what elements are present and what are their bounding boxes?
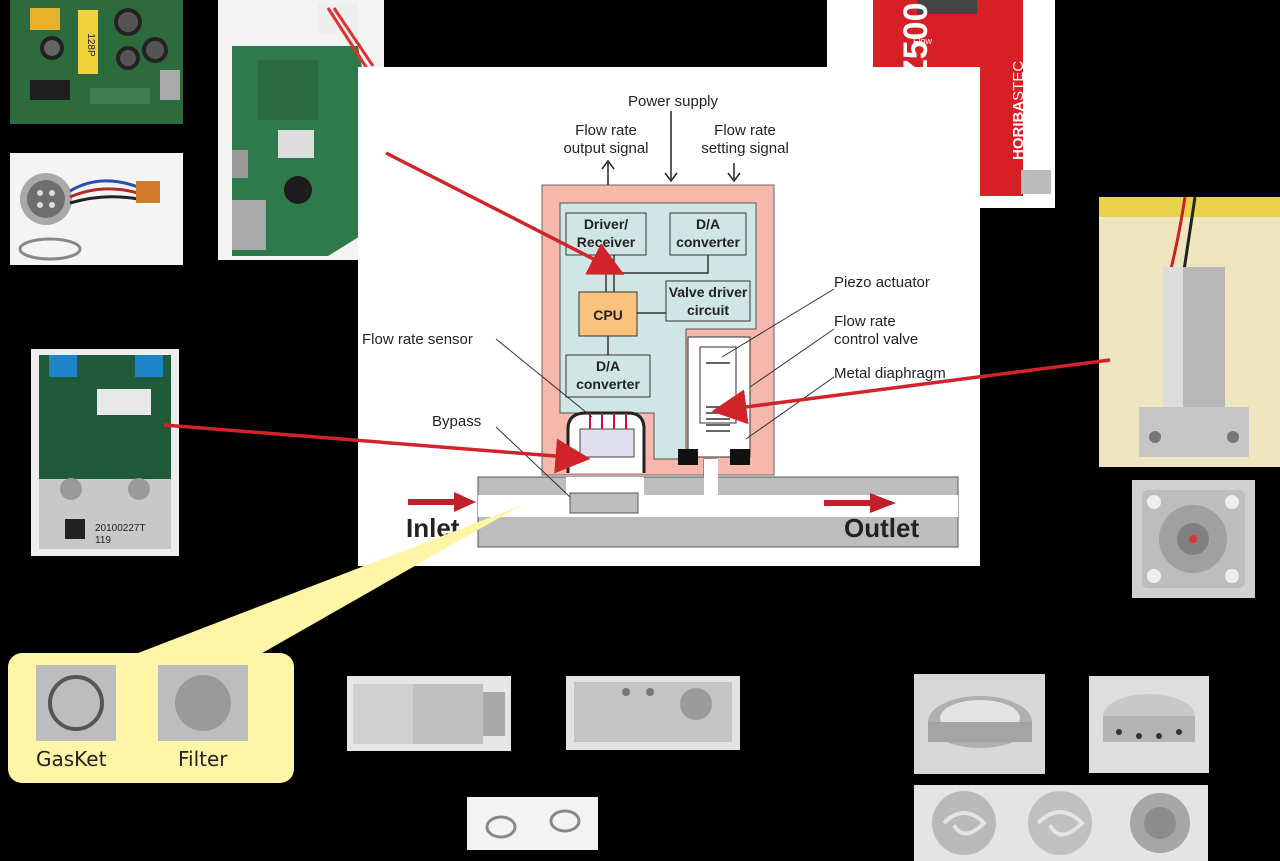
block-part-photo <box>566 676 740 750</box>
piezo-valve-photo <box>1099 197 1280 467</box>
sensor-module-photo: 20100227T 119 <box>31 349 179 556</box>
gasket-filter-callout: GasKet Filter <box>8 653 294 783</box>
cylinder-part-photo <box>347 676 511 751</box>
cup-part-photo <box>914 674 1045 774</box>
disc-part-photo <box>1089 676 1209 773</box>
sensor-serial-2: 119 <box>95 535 111 546</box>
connector-cable-photo <box>10 153 183 265</box>
sensor-module-to-sensor-arrow <box>163 423 591 474</box>
da-converter-top-label-1: D/A <box>696 216 720 232</box>
da-converter-bottom-label-1: D/A <box>596 358 620 374</box>
flow-rate-sensor-label: Flow rate sensor <box>362 331 473 348</box>
sensor-serial: 20100227T <box>95 523 146 534</box>
control-board-photo <box>218 0 384 260</box>
power-board-photo: 128P <box>10 0 183 124</box>
bypass-label: Bypass <box>432 413 482 430</box>
valve-driver-label-2: circuit <box>687 302 729 318</box>
product-brand: HORIBASTEC <box>1010 61 1027 160</box>
outlet-label: Outlet <box>844 513 919 543</box>
board-to-cpu-arrow <box>385 151 625 275</box>
cpu-label: CPU <box>593 307 623 323</box>
spiral-discs-photo <box>914 785 1208 861</box>
flow-mark: Flow <box>913 36 933 46</box>
driver-receiver-label-1: Driver/ <box>584 216 628 232</box>
metal-diaphragm-label: Metal diaphragm <box>834 365 946 382</box>
power-supply-label: Power supply <box>627 93 719 110</box>
small-rings-photo <box>467 797 598 850</box>
valve-driver-label-1: Valve driver <box>669 284 748 300</box>
piezo-actuator-label: Piezo actuator <box>834 274 930 291</box>
da-converter-top-label-2: converter <box>676 234 740 250</box>
gasket-photo <box>36 665 116 741</box>
filter-photo <box>158 665 248 741</box>
capacitor-label: 128P <box>85 33 96 57</box>
gasket-label: GasKet <box>36 747 107 771</box>
valve-base-photo <box>1132 480 1255 598</box>
da-converter-bottom-label-2: converter <box>576 376 640 392</box>
valve-to-actuator-arrow <box>711 358 1111 425</box>
filter-label: Filter <box>178 747 228 771</box>
mfc-diagram: Driver/ Receiver D/A converter CPU Valve… <box>358 67 980 566</box>
